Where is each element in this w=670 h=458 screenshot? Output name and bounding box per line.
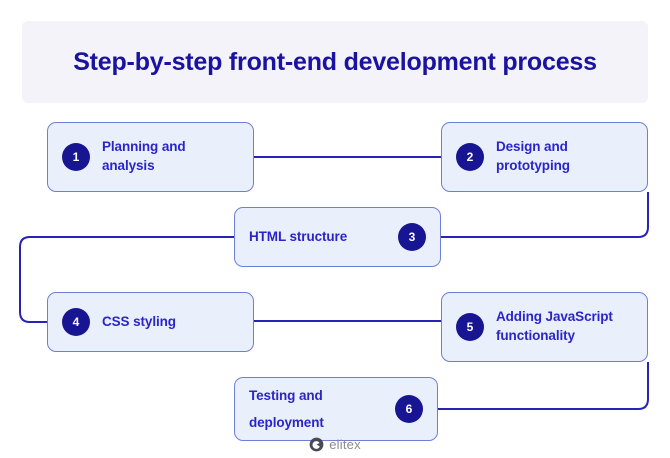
connector-5-6 [438,362,649,410]
step-badge-4: 4 [62,308,90,336]
step-label-4: CSS styling [102,313,176,329]
step-label-2: Design and prototyping [496,139,570,173]
brand-logo: elitex [0,437,670,452]
step-box-6[interactable]: Testing and deployment 6 [234,377,438,441]
step-label-3: HTML structure [249,228,348,244]
header-band [22,21,648,103]
step-label-1: Planning and analysis [102,139,186,173]
step-badge-2: 2 [456,143,484,171]
elitex-swirl-icon [309,437,324,452]
step-badge-3: 3 [398,223,426,251]
step-box-5[interactable]: 5 Adding JavaScript functionality [441,292,648,362]
connector-3-4 [19,236,234,323]
brand-logo-text: elitex [329,437,361,452]
step-badge-6: 6 [395,395,423,423]
step-box-2[interactable]: 2 Design and prototyping [441,122,648,192]
step-box-1[interactable]: 1 Planning and analysis [47,122,254,192]
page-title: Step-by-step front-end development proce… [73,47,597,76]
step-badge-5: 5 [456,313,484,341]
step-badge-1: 1 [62,143,90,171]
step-label-6: Testing and deployment [249,388,324,430]
step-box-4[interactable]: 4 CSS styling [47,292,254,352]
step-box-3[interactable]: HTML structure 3 [234,207,441,267]
connector-2-3 [441,192,649,238]
step-label-5: Adding JavaScript functionality [496,309,613,343]
